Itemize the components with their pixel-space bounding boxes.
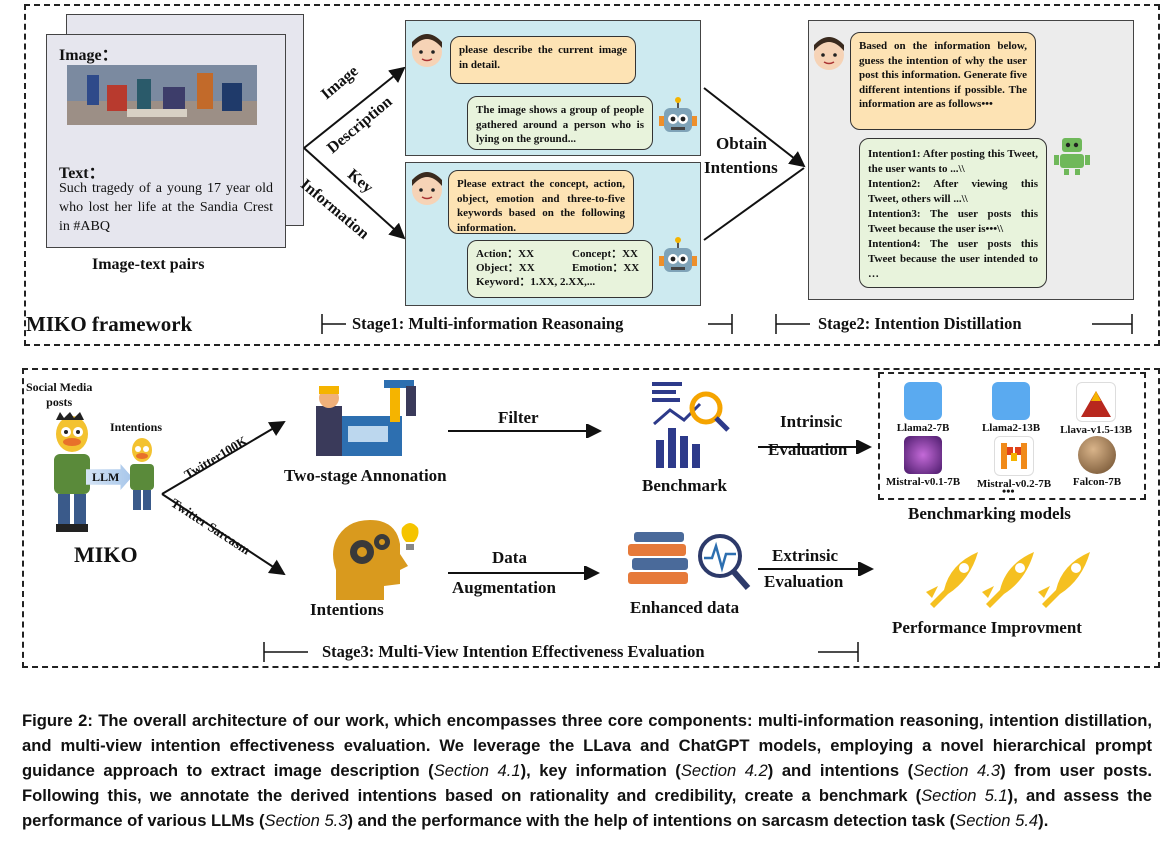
intention-2: Intention2: After viewing this Tweet, ot… bbox=[868, 178, 1038, 205]
obtain-intentions-arrows bbox=[703, 87, 806, 241]
llm-label: LLM bbox=[92, 470, 120, 484]
miko-label: MIKO bbox=[74, 542, 138, 567]
model-llava: Llava-v1.5-13B bbox=[1052, 382, 1140, 436]
llama-icon bbox=[904, 382, 942, 420]
mistral-sparkle-icon bbox=[904, 436, 942, 474]
model-mistral-v01: Mistral-v0.1-7B bbox=[882, 436, 964, 488]
intention-1: Intention1: After posting this Tweet, th… bbox=[868, 148, 1038, 175]
image-text-card: Image： Text： Such tragedy of a young 17 … bbox=[46, 34, 286, 248]
filter-arrow bbox=[448, 424, 602, 438]
section-ref[interactable]: Section 4.3 bbox=[913, 761, 1001, 780]
field-keyword: Keyword：1.XX, 2.XX,... bbox=[476, 276, 596, 288]
section-ref[interactable]: Section 4.2 bbox=[680, 761, 768, 780]
user-avatar-icon bbox=[412, 172, 442, 205]
field-object: Object：XX bbox=[476, 262, 535, 274]
section-ref[interactable]: Section 5.1 bbox=[921, 786, 1008, 805]
post-text: Such tragedy of a young 17 year old who … bbox=[59, 181, 273, 234]
intrinsic-label: Intrinsic bbox=[780, 412, 843, 431]
annotation-worker-icon bbox=[316, 380, 416, 456]
extrinsic-label: Extrinsic bbox=[772, 546, 839, 565]
stage3-bracket bbox=[263, 642, 859, 662]
section-ref[interactable]: Section 5.3 bbox=[264, 811, 348, 830]
extrinsic-evaluation-label: Evaluation bbox=[764, 572, 844, 591]
prompt-key-information: Please extract the concept, action, obje… bbox=[448, 170, 634, 234]
model-falcon: Falcon-7B bbox=[1062, 436, 1132, 488]
response-image-description: The image shows a group of people gather… bbox=[467, 96, 653, 150]
augmentation-arrow bbox=[448, 566, 600, 580]
intention-4: Intention4: The user posts this Tweet be… bbox=[868, 238, 1038, 280]
bottom-evaluation-box bbox=[22, 368, 1160, 668]
prompt-intentions: Based on the information below, guess th… bbox=[850, 32, 1036, 130]
image-text-pairs-label: Image-text pairs bbox=[92, 256, 205, 273]
miko-framework-label: MIKO framework bbox=[26, 312, 193, 336]
section-ref[interactable]: Section 5.4 bbox=[955, 811, 1039, 830]
field-concept: Concept：XX bbox=[572, 248, 638, 260]
stage2-label: Stage2: Intention Distillation bbox=[818, 314, 1022, 333]
stage1-arrows bbox=[303, 66, 406, 240]
books-magnifier-icon bbox=[628, 532, 751, 590]
models-ellipsis: ••• bbox=[1002, 484, 1015, 498]
post-photo bbox=[67, 65, 257, 125]
benchmark-label: Benchmark bbox=[642, 476, 727, 495]
annotation-label: Two-stage Annonation bbox=[284, 466, 447, 485]
data-label: Data bbox=[492, 548, 527, 567]
bert-character-icon bbox=[54, 412, 90, 532]
benchmarking-models-label: Benchmarking models bbox=[908, 504, 1071, 523]
intrinsic-evaluation-label: Evaluation bbox=[768, 440, 848, 459]
volcano-icon bbox=[1076, 382, 1116, 422]
extrinsic-arrow bbox=[758, 562, 874, 576]
intention-3: Intention3: The user posts this Tweet be… bbox=[868, 208, 1038, 235]
bert-character-small-icon bbox=[130, 438, 154, 510]
benchmark-chart-icon bbox=[652, 382, 730, 468]
model-llama2-7b: Llama2-7B bbox=[886, 382, 960, 434]
llama-icon bbox=[992, 382, 1030, 420]
branch-arrows bbox=[161, 420, 286, 576]
image-label: Image： bbox=[59, 47, 118, 64]
falcon-icon bbox=[1078, 436, 1116, 474]
rockets-icon bbox=[926, 552, 1090, 608]
field-action: Action：XX bbox=[476, 248, 535, 260]
mistral-m-icon bbox=[994, 436, 1034, 476]
model-llama2-13b: Llama2-13B bbox=[974, 382, 1048, 434]
user-avatar-icon bbox=[814, 37, 844, 70]
field-emotion: Emotion：XX bbox=[572, 262, 640, 274]
figure-caption: Figure 2: The overall architecture of ou… bbox=[22, 711, 1153, 830]
top-framework-box bbox=[24, 4, 1160, 346]
stage3-label: Stage3: Multi-View Intention Effectivene… bbox=[322, 642, 705, 661]
response-intentions: Intention1: After posting this Tweet, th… bbox=[859, 138, 1047, 288]
section-ref[interactable]: Section 4.1 bbox=[433, 761, 521, 780]
prompt-image-description: please describe the current image in det… bbox=[450, 36, 636, 84]
performance-label: Performance Improvment bbox=[892, 618, 1082, 637]
stage1-label: Stage1: Multi-information Reasonaing bbox=[352, 314, 624, 333]
enhanced-data-label: Enhanced data bbox=[630, 598, 740, 617]
stage2-bracket bbox=[775, 314, 1133, 334]
model-mistral-v02: Mistral-v0.2-7B bbox=[970, 436, 1058, 490]
robot-icon bbox=[659, 237, 697, 272]
head-gears-icon bbox=[333, 520, 419, 600]
intrinsic-arrow bbox=[758, 440, 872, 454]
user-avatar-icon bbox=[412, 34, 442, 67]
text-label: Text： bbox=[59, 165, 105, 182]
benchmarking-models-box bbox=[878, 372, 1146, 500]
stage1-bracket bbox=[321, 314, 733, 334]
filter-label: Filter bbox=[498, 408, 539, 427]
intentions-small-label: Intentions bbox=[110, 420, 163, 434]
augmentation-label: Augmentation bbox=[452, 578, 556, 597]
robot-icon bbox=[659, 97, 697, 132]
intentions-label: Intentions bbox=[704, 158, 778, 177]
green-robot-icon bbox=[1054, 138, 1090, 175]
obtain-label: Obtain bbox=[716, 134, 768, 153]
intentions-bottom-label: Intentions bbox=[310, 600, 384, 619]
